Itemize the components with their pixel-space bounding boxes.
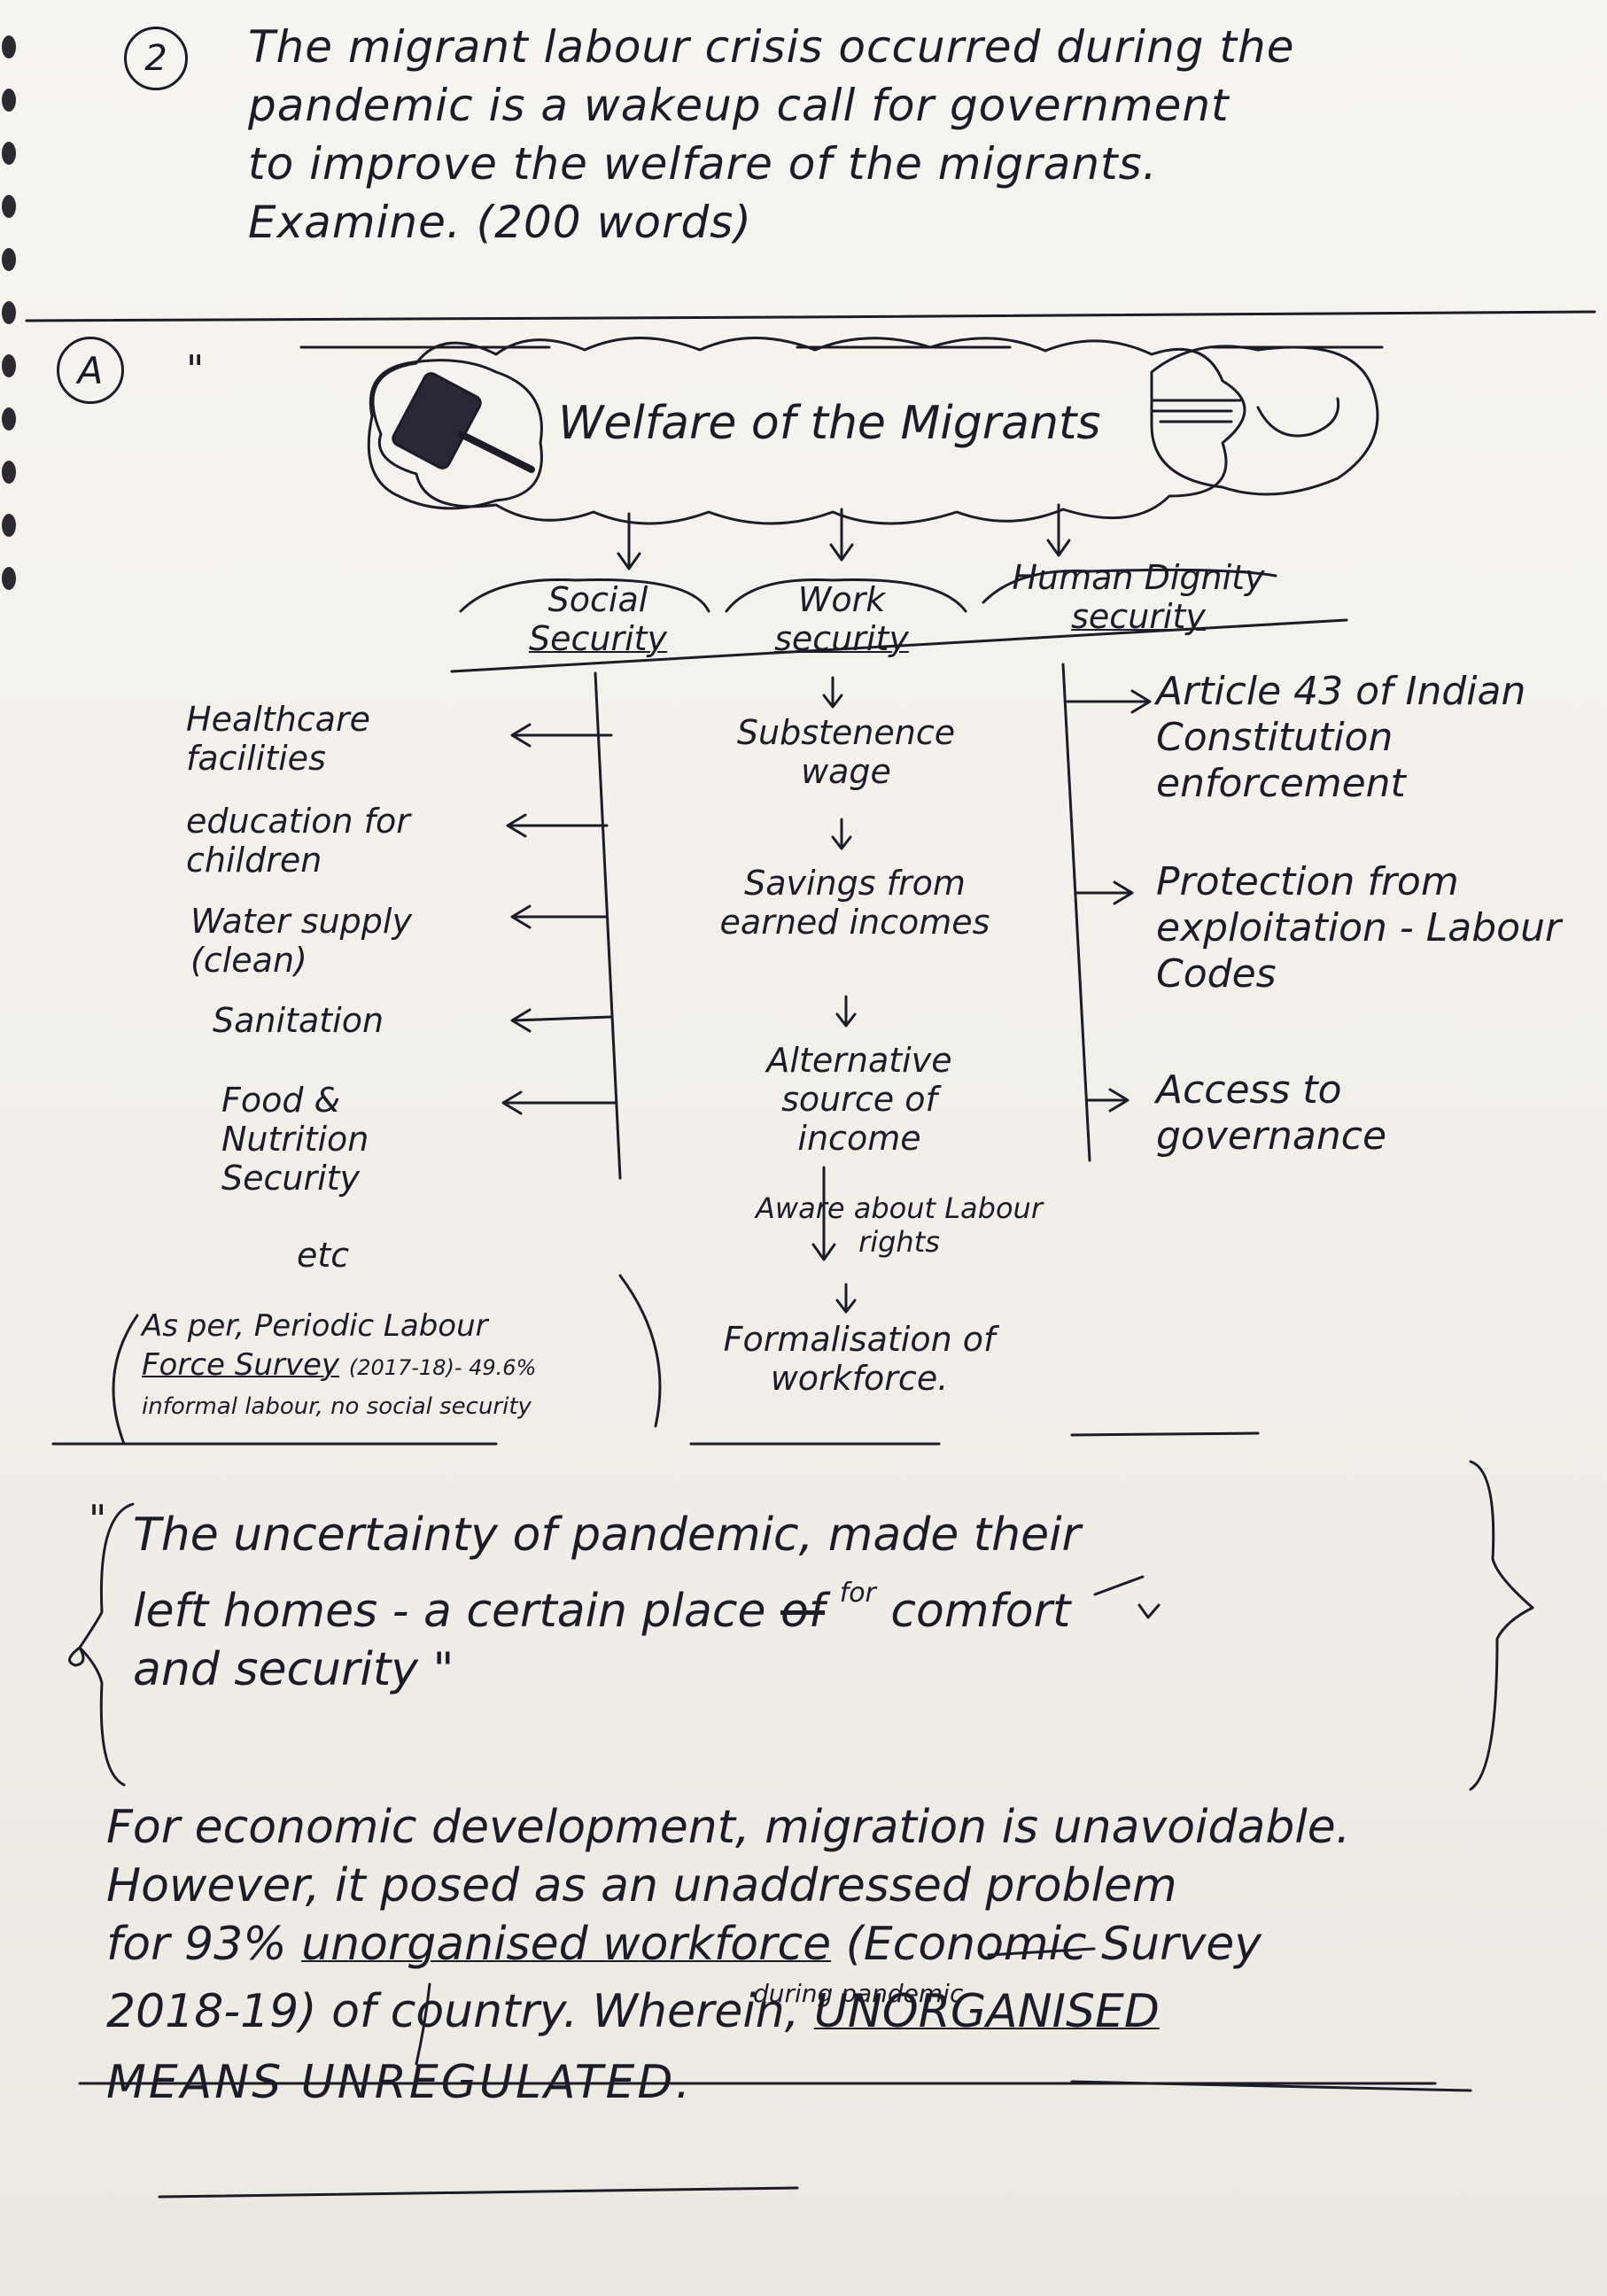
pandemic-quote: The uncertainty of pandemic, made their … xyxy=(133,1506,1479,1699)
para-line-4: 2018-19) of country. Wherein, UNORGANISE… xyxy=(106,1985,1160,2038)
quote-open-mark: " xyxy=(89,1497,107,1542)
para-line-1: For economic development, migration is u… xyxy=(106,1801,1351,1854)
dignity-item-governance: Access to governance xyxy=(1156,1067,1387,1159)
social-item-sanitation: Sanitation xyxy=(213,1001,384,1040)
plfs-note-survey: Force Survey xyxy=(142,1347,340,1383)
social-item-healthcare: Healthcare facilities xyxy=(186,700,370,778)
question-text: The migrant labour crisis occurred durin… xyxy=(248,18,1577,252)
question-line-2: pandemic is a wakeup call for government xyxy=(248,80,1230,131)
plfs-note: As per, Periodic Labour Force Survey (20… xyxy=(142,1307,673,1426)
para-line-3: for 93% unorganised workforce (Economic … xyxy=(106,1918,1262,1971)
branch-title-social: Social Security xyxy=(528,580,668,658)
plfs-note-line-2: Force Survey (2017-18)- 49.6% xyxy=(142,1346,673,1387)
work-item-formalisation: Formalisation of workforce. xyxy=(723,1320,996,1398)
social-item-food: Food & Nutrition Security xyxy=(221,1081,369,1198)
branch-title-work: Work security xyxy=(774,580,909,658)
para-insert-during-pandemic: during pandemic xyxy=(753,1979,964,2008)
question-line-3: to improve the welfare of the migrants. xyxy=(248,138,1158,190)
quote-line-3: and security " xyxy=(133,1643,454,1696)
plfs-note-line-1: As per, Periodic Labour xyxy=(142,1308,488,1344)
social-item-etc: etc xyxy=(297,1236,350,1275)
question-line-1: The migrant labour crisis occurred durin… xyxy=(248,21,1295,73)
para-line-2: However, it posed as an unaddressed prob… xyxy=(106,1859,1177,1912)
gavel-icon xyxy=(392,372,535,473)
spiral-holes xyxy=(0,0,27,2296)
plfs-note-figure: (2017-18)- 49.6% xyxy=(348,1355,537,1380)
plfs-note-line-3: informal labour, no social security xyxy=(142,1393,532,1420)
answer-paragraph: For economic development, migration is u… xyxy=(106,1798,1595,2112)
quote-line-1: The uncertainty of pandemic, made their xyxy=(133,1509,1081,1562)
work-item-savings: Savings from earned incomes xyxy=(719,864,990,942)
quote-line-2: left homes - a certain place of for comf… xyxy=(133,1578,1071,1638)
work-item-rights: Aware about Labour rights xyxy=(756,1191,1043,1259)
dignity-item-article-43: Article 43 of Indian Constitution enforc… xyxy=(1156,669,1526,806)
answer-marker-badge: A xyxy=(57,337,124,404)
work-item-wage: Substenence wage xyxy=(736,713,956,791)
central-topic: Welfare of the Migrants xyxy=(558,397,1101,450)
question-number-badge: 2 xyxy=(124,27,188,90)
para-line-5: MEANS UNREGULATED. xyxy=(106,2056,693,2109)
question-line-4: Examine. (200 words) xyxy=(248,197,752,248)
social-item-water: Water supply (clean) xyxy=(190,902,412,980)
branch-title-human-dignity: Human Dignity security xyxy=(1012,558,1265,636)
dignity-item-protection: Protection from exploitation - Labour Co… xyxy=(1156,859,1562,997)
work-item-alternative: Alternative source of income xyxy=(766,1041,952,1158)
social-item-education: education for children xyxy=(186,802,410,880)
quote-mark: " xyxy=(186,347,205,392)
